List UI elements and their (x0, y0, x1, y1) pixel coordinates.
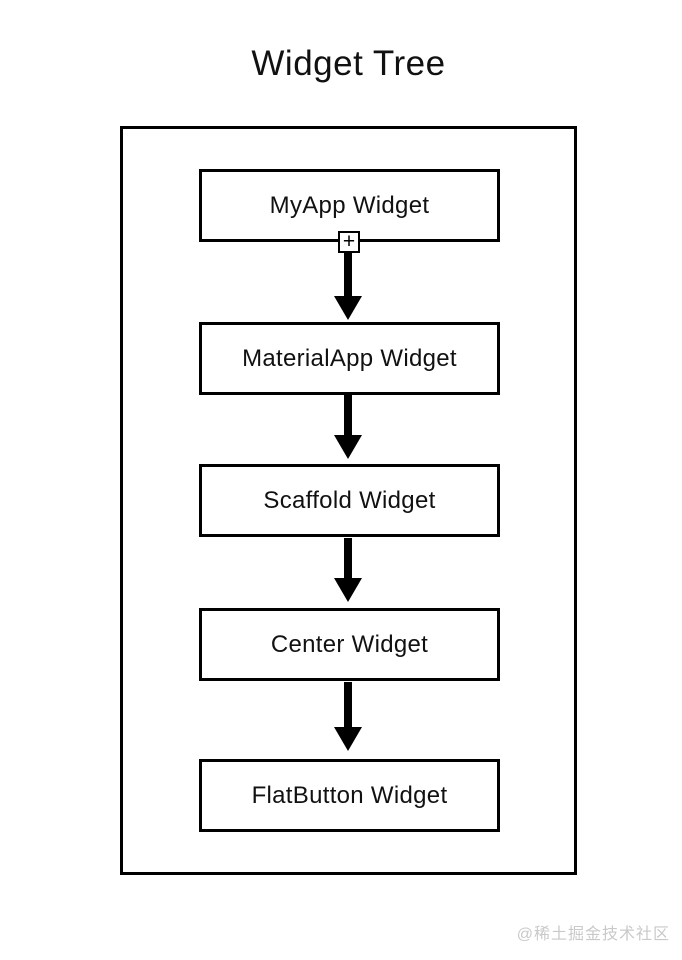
arrow-line (344, 253, 352, 296)
watermark: @稀土掘金技术社区 (516, 926, 670, 943)
node-flatbutton-label: FlatButton Widget (251, 781, 448, 809)
plus-icon: + (342, 229, 356, 253)
diagram-title: Widget Tree (251, 44, 446, 83)
node-materialapp: MaterialApp Widget (199, 322, 500, 395)
node-myapp: MyApp Widget (199, 169, 500, 242)
arrow-line (344, 395, 352, 435)
node-flatbutton: FlatButton Widget (199, 759, 500, 832)
node-scaffold-label: Scaffold Widget (263, 486, 436, 514)
node-center-label: Center Widget (270, 630, 429, 658)
node-center: Center Widget (199, 608, 500, 681)
node-materialapp-label: MaterialApp Widget (242, 344, 457, 372)
node-scaffold: Scaffold Widget (199, 464, 500, 537)
arrow-head-icon (334, 578, 362, 602)
arrow-head-icon (334, 296, 362, 320)
node-myapp-label: MyApp Widget (269, 191, 430, 219)
arrow-line (344, 682, 352, 727)
arrow-line (344, 538, 352, 578)
arrow-head-icon (334, 435, 362, 459)
arrow-head-icon (334, 727, 362, 751)
expand-handle-icon: + (338, 231, 360, 253)
